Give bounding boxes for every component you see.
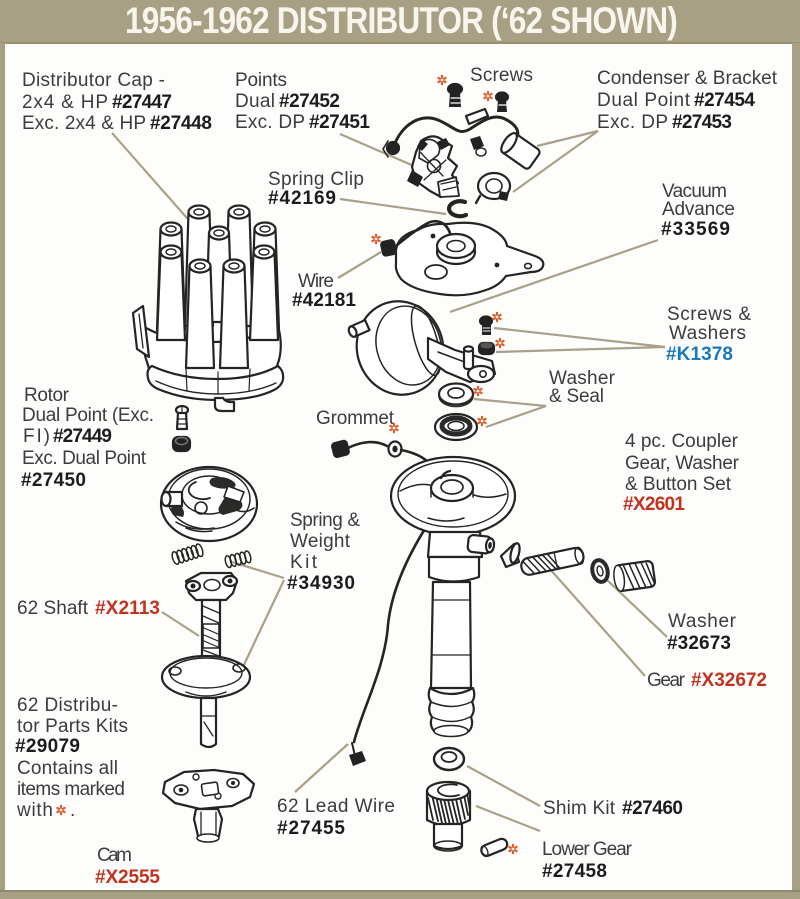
svg-text:#27449: #27449 bbox=[53, 426, 112, 447]
svg-text:& Seal: & Seal bbox=[549, 386, 604, 407]
svg-text:Rotor: Rotor bbox=[24, 385, 70, 406]
svg-text:tor Parts Kits: tor Parts Kits bbox=[17, 716, 128, 737]
svg-text:#33569: #33569 bbox=[661, 219, 730, 240]
svg-text:#X2601: #X2601 bbox=[623, 494, 685, 515]
svg-text:#27453: #27453 bbox=[672, 112, 732, 133]
svg-text:Grommet: Grommet bbox=[316, 408, 395, 429]
svg-text:#27447: #27447 bbox=[112, 92, 172, 113]
svg-text:Dual: Dual bbox=[235, 91, 275, 112]
svg-text:Distributor Cap -: Distributor Cap - bbox=[22, 70, 165, 91]
svg-text:#27455: #27455 bbox=[277, 818, 345, 839]
svg-text:1956-1962 DISTRIBUTOR (‘62 SHO: 1956-1962 DISTRIBUTOR (‘62 SHOWN) bbox=[125, 0, 677, 41]
svg-text:#27460: #27460 bbox=[622, 798, 683, 819]
svg-text:Washer: Washer bbox=[549, 368, 616, 389]
svg-text:#X2555: #X2555 bbox=[95, 867, 160, 888]
svg-text:Spring Clip: Spring Clip bbox=[268, 169, 364, 190]
svg-text:#32673: #32673 bbox=[667, 633, 731, 654]
svg-text:2x4 & HP: 2x4 & HP bbox=[22, 92, 108, 113]
svg-text:#K1378: #K1378 bbox=[666, 344, 733, 365]
svg-text:62 Shaft: 62 Shaft bbox=[17, 598, 89, 619]
svg-text:#34930: #34930 bbox=[287, 573, 355, 594]
svg-text:Lower Gear: Lower Gear bbox=[542, 839, 633, 860]
svg-text:#27454: #27454 bbox=[694, 90, 755, 111]
svg-text:Points: Points bbox=[235, 70, 287, 91]
svg-text:Exc. 2x4 & HP: Exc. 2x4 & HP bbox=[22, 113, 146, 134]
svg-text:Exc. DP: Exc. DP bbox=[597, 112, 668, 133]
svg-text:#X32672: #X32672 bbox=[691, 670, 767, 691]
svg-text:items marked: items marked bbox=[17, 779, 125, 800]
svg-text:62 Distribu-: 62 Distribu- bbox=[17, 695, 118, 716]
svg-text:#42169: #42169 bbox=[268, 188, 336, 209]
svg-text:Condenser & Bracket: Condenser & Bracket bbox=[597, 68, 778, 89]
svg-text:& Button Set: & Button Set bbox=[625, 474, 732, 495]
svg-text:#27450: #27450 bbox=[21, 470, 86, 491]
svg-text:Washer: Washer bbox=[668, 611, 737, 632]
svg-text:#27448: #27448 bbox=[150, 113, 212, 134]
svg-text:Spring &: Spring & bbox=[290, 510, 360, 531]
svg-text:Exc. Dual Point: Exc. Dual Point bbox=[22, 448, 147, 469]
svg-text:.: . bbox=[70, 800, 75, 821]
svg-text:Screws: Screws bbox=[470, 65, 533, 86]
svg-text:Screws &: Screws & bbox=[667, 304, 751, 325]
svg-text:4 pc. Coupler: 4 pc. Coupler bbox=[625, 431, 739, 452]
svg-text:with: with bbox=[16, 800, 53, 821]
svg-text:#27452: #27452 bbox=[279, 91, 340, 112]
svg-text:#27458: #27458 bbox=[542, 861, 607, 882]
svg-text:Dual Point: Dual Point bbox=[597, 90, 691, 111]
svg-text:Shim Kit: Shim Kit bbox=[543, 798, 616, 819]
svg-text:#42181: #42181 bbox=[292, 290, 356, 311]
svg-text:Weight: Weight bbox=[290, 531, 351, 552]
svg-text:Contains all: Contains all bbox=[17, 758, 118, 779]
svg-text:Washers: Washers bbox=[669, 323, 746, 344]
svg-text:Exc. DP: Exc. DP bbox=[235, 112, 305, 133]
svg-text:Gear, Washer: Gear, Washer bbox=[625, 453, 740, 474]
svg-text:Gear: Gear bbox=[647, 670, 686, 691]
svg-text:62 Lead Wire: 62 Lead Wire bbox=[277, 796, 395, 817]
svg-text:Cam: Cam bbox=[97, 845, 132, 866]
svg-text:#29079: #29079 bbox=[15, 736, 80, 757]
svg-text:Advance: Advance bbox=[662, 199, 735, 220]
svg-text:FI): FI) bbox=[23, 426, 50, 447]
svg-text:#X2113: #X2113 bbox=[95, 598, 160, 619]
svg-text:Vacuum: Vacuum bbox=[662, 181, 727, 202]
svg-text:Wire: Wire bbox=[298, 271, 334, 292]
svg-text:Dual Point (Exc.: Dual Point (Exc. bbox=[22, 405, 154, 426]
svg-text:#27451: #27451 bbox=[309, 112, 370, 133]
